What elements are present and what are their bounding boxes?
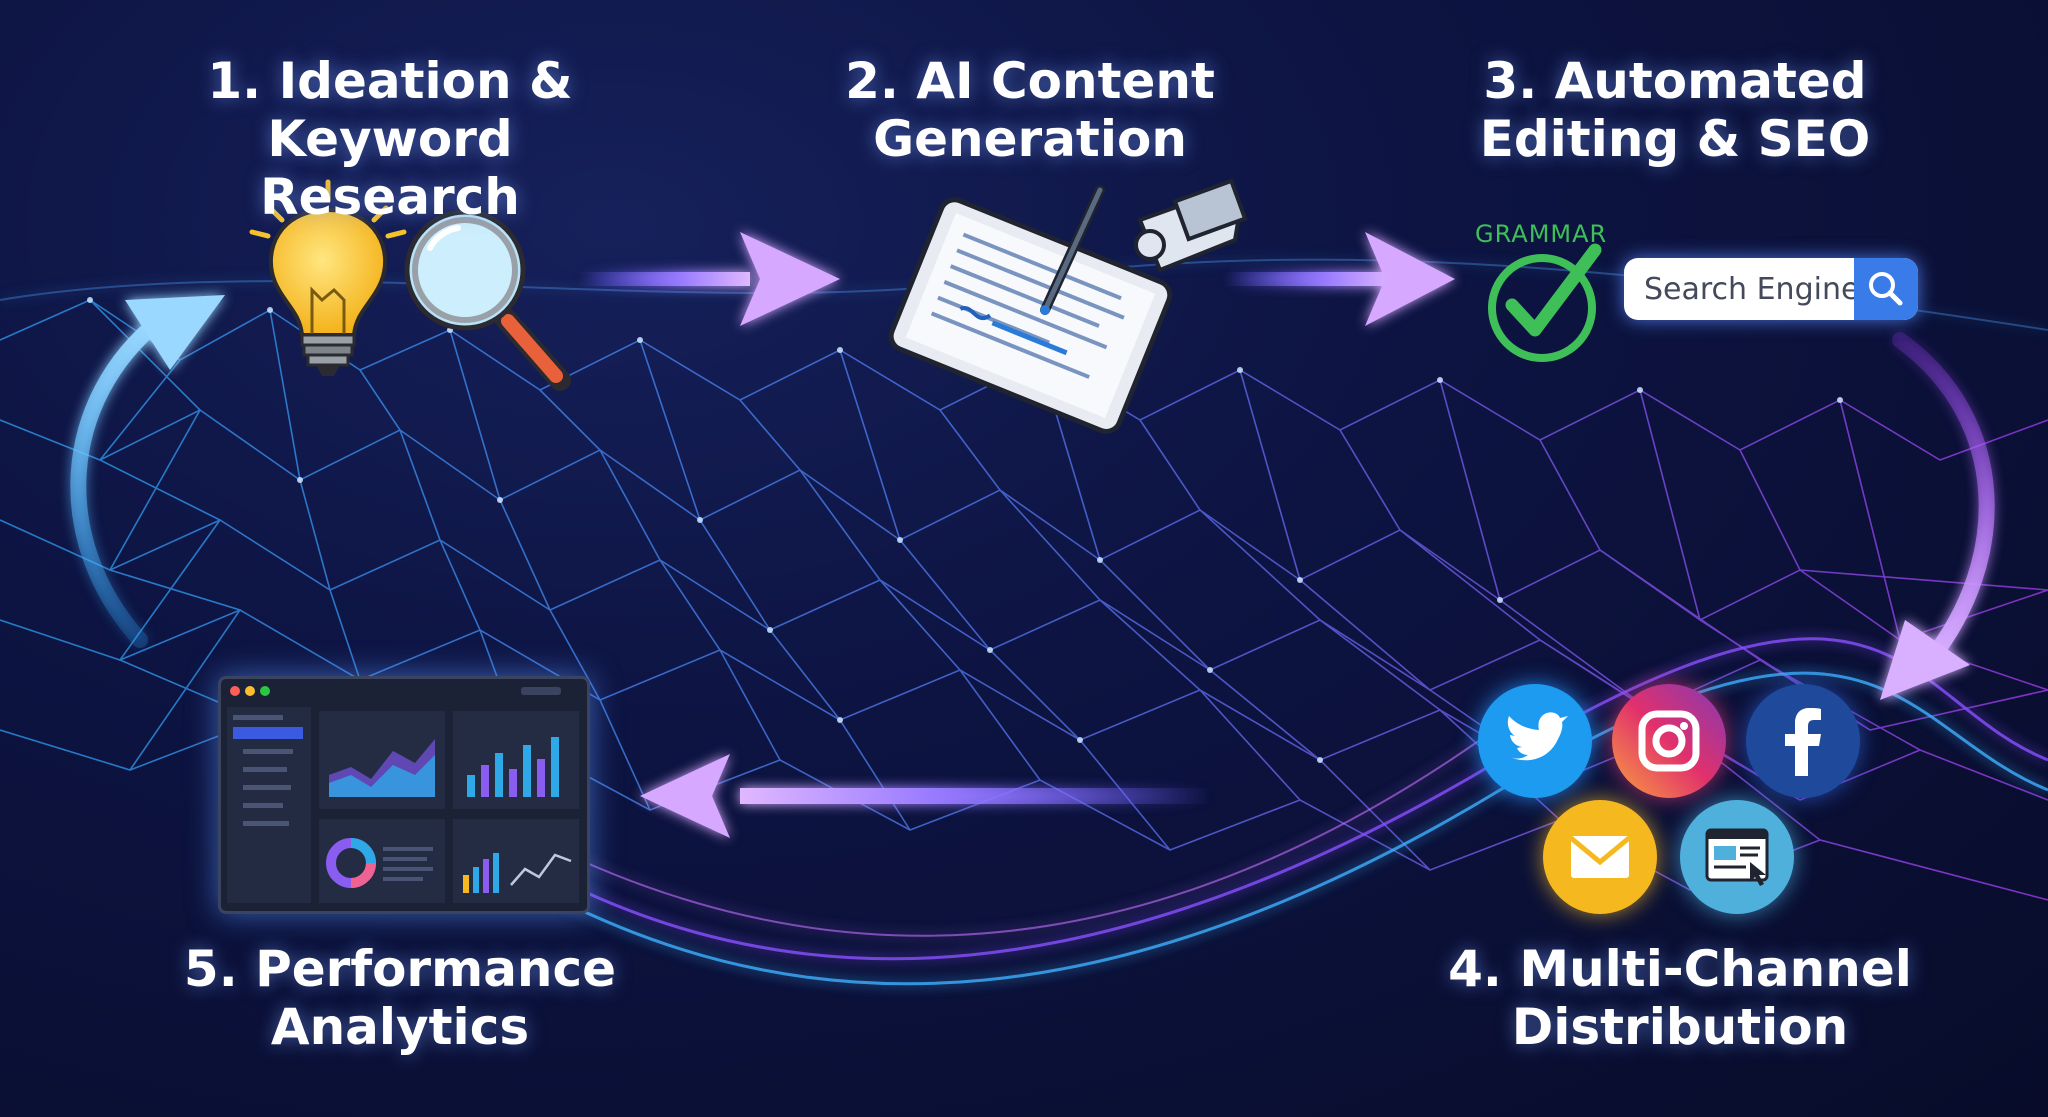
step-5-title: 5. Performance Analytics	[150, 940, 650, 1056]
magnifying-glass-icon	[407, 212, 560, 380]
facebook-icon	[1746, 684, 1860, 798]
search-engine-box: Search Engine	[1624, 258, 1918, 320]
twitter-icon	[1478, 684, 1592, 798]
step-2-title: 2. AI Content Generation	[780, 52, 1280, 168]
step-4-title-line1: 4. Multi-Channel	[1430, 940, 1930, 998]
arrow-2-to-3	[1225, 232, 1455, 326]
search-button	[1854, 258, 1918, 320]
step-2-title-line1: 2. AI Content	[780, 52, 1280, 110]
step-3-title-line1: 3. Automated	[1425, 52, 1925, 110]
step-4-title: 4. Multi-Channel Distribution	[1430, 940, 1930, 1056]
step-4-title-line2: Distribution	[1430, 998, 1930, 1056]
search-icon	[1854, 258, 1918, 320]
search-engine-text: Search Engine	[1644, 272, 1859, 307]
step-1-title: 1. Ideation & Keyword Research	[140, 52, 640, 226]
dashboard-icon	[218, 676, 590, 914]
arrow-1-to-2	[580, 232, 840, 326]
step-1-title-line1: 1. Ideation &	[140, 52, 640, 110]
email-icon	[1543, 800, 1657, 914]
step-3-title: 3. Automated Editing & SEO	[1425, 52, 1925, 168]
instagram-icon	[1612, 684, 1726, 798]
tablet-icon	[887, 196, 1174, 436]
step-5-title-line2: Analytics	[150, 998, 650, 1056]
website-icon	[1680, 800, 1794, 914]
grammar-label: GRAMMAR	[1475, 220, 1607, 248]
step-5-title-line1: 5. Performance	[150, 940, 650, 998]
step-3-title-line2: Editing & SEO	[1425, 110, 1925, 168]
step-2-title-line2: Generation	[780, 110, 1280, 168]
step-1-title-line2: Keyword Research	[140, 110, 640, 226]
dashboard-graphic	[221, 679, 587, 911]
arrow-3-to-4-curve	[1880, 340, 1987, 700]
